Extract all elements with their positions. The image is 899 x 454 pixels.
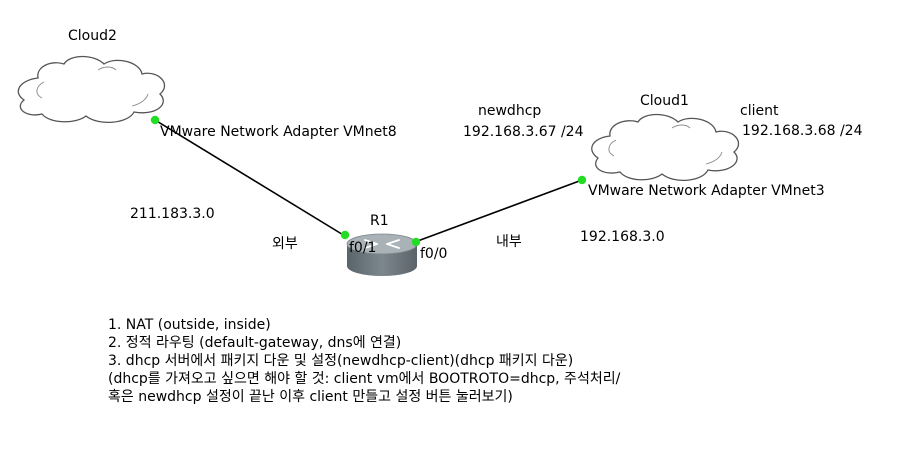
port-dot-r1-f0-0 <box>411 237 421 247</box>
outside-network-label: 211.183.3.0 <box>130 206 215 222</box>
port-dot-r1-f0-1 <box>340 230 350 240</box>
router-label: R1 <box>370 213 389 229</box>
cloud2-adapter-label: VMware Network Adapter VMnet8 <box>160 124 397 140</box>
note-line: 2. 정적 라우팅 (default-gateway, dns에 연결) <box>108 335 402 351</box>
newdhcp-ip-label: 192.168.3.67 /24 <box>463 124 584 140</box>
router-icon[interactable] <box>346 233 418 276</box>
inside-network-label: 192.168.3.0 <box>580 229 665 245</box>
link-cloud2-r1 <box>154 119 346 237</box>
cloud1-icon[interactable] <box>591 113 740 181</box>
link-r1-cloud1 <box>414 179 583 243</box>
router-if-f0-1-label: f0/1 <box>349 240 377 256</box>
note-line: 3. dhcp 서버에서 패키지 다운 및 설정(newdhcp-client)… <box>108 353 574 369</box>
newdhcp-name-label: newdhcp <box>478 103 542 119</box>
port-dot-cloud2 <box>150 115 160 125</box>
note-line: 혹은 newdhcp 설정이 끝난 이후 client 만들고 설정 버튼 눌러… <box>108 389 513 405</box>
cloud1-adapter-label: VMware Network Adapter VMnet3 <box>588 183 825 199</box>
note-line: 1. NAT (outside, inside) <box>108 317 271 333</box>
cloud2-icon[interactable] <box>17 55 166 123</box>
port-dot-cloud1 <box>577 175 587 185</box>
outside-side-label: 외부 <box>272 236 298 252</box>
note-line: (dhcp를 가져오고 싶으면 해야 할 것: client vm에서 BOOT… <box>108 371 621 387</box>
router-if-f0-0-label: f0/0 <box>420 246 448 262</box>
client-ip-label: 192.168.3.68 /24 <box>742 123 863 139</box>
cloud1-label: Cloud1 <box>640 93 689 109</box>
cloud2-label: Cloud2 <box>68 28 117 44</box>
client-name-label: client <box>740 103 779 119</box>
inside-side-label: 내부 <box>496 234 522 250</box>
notes-list: 1. NAT (outside, inside) 2. 정적 라우팅 (defa… <box>108 316 620 406</box>
